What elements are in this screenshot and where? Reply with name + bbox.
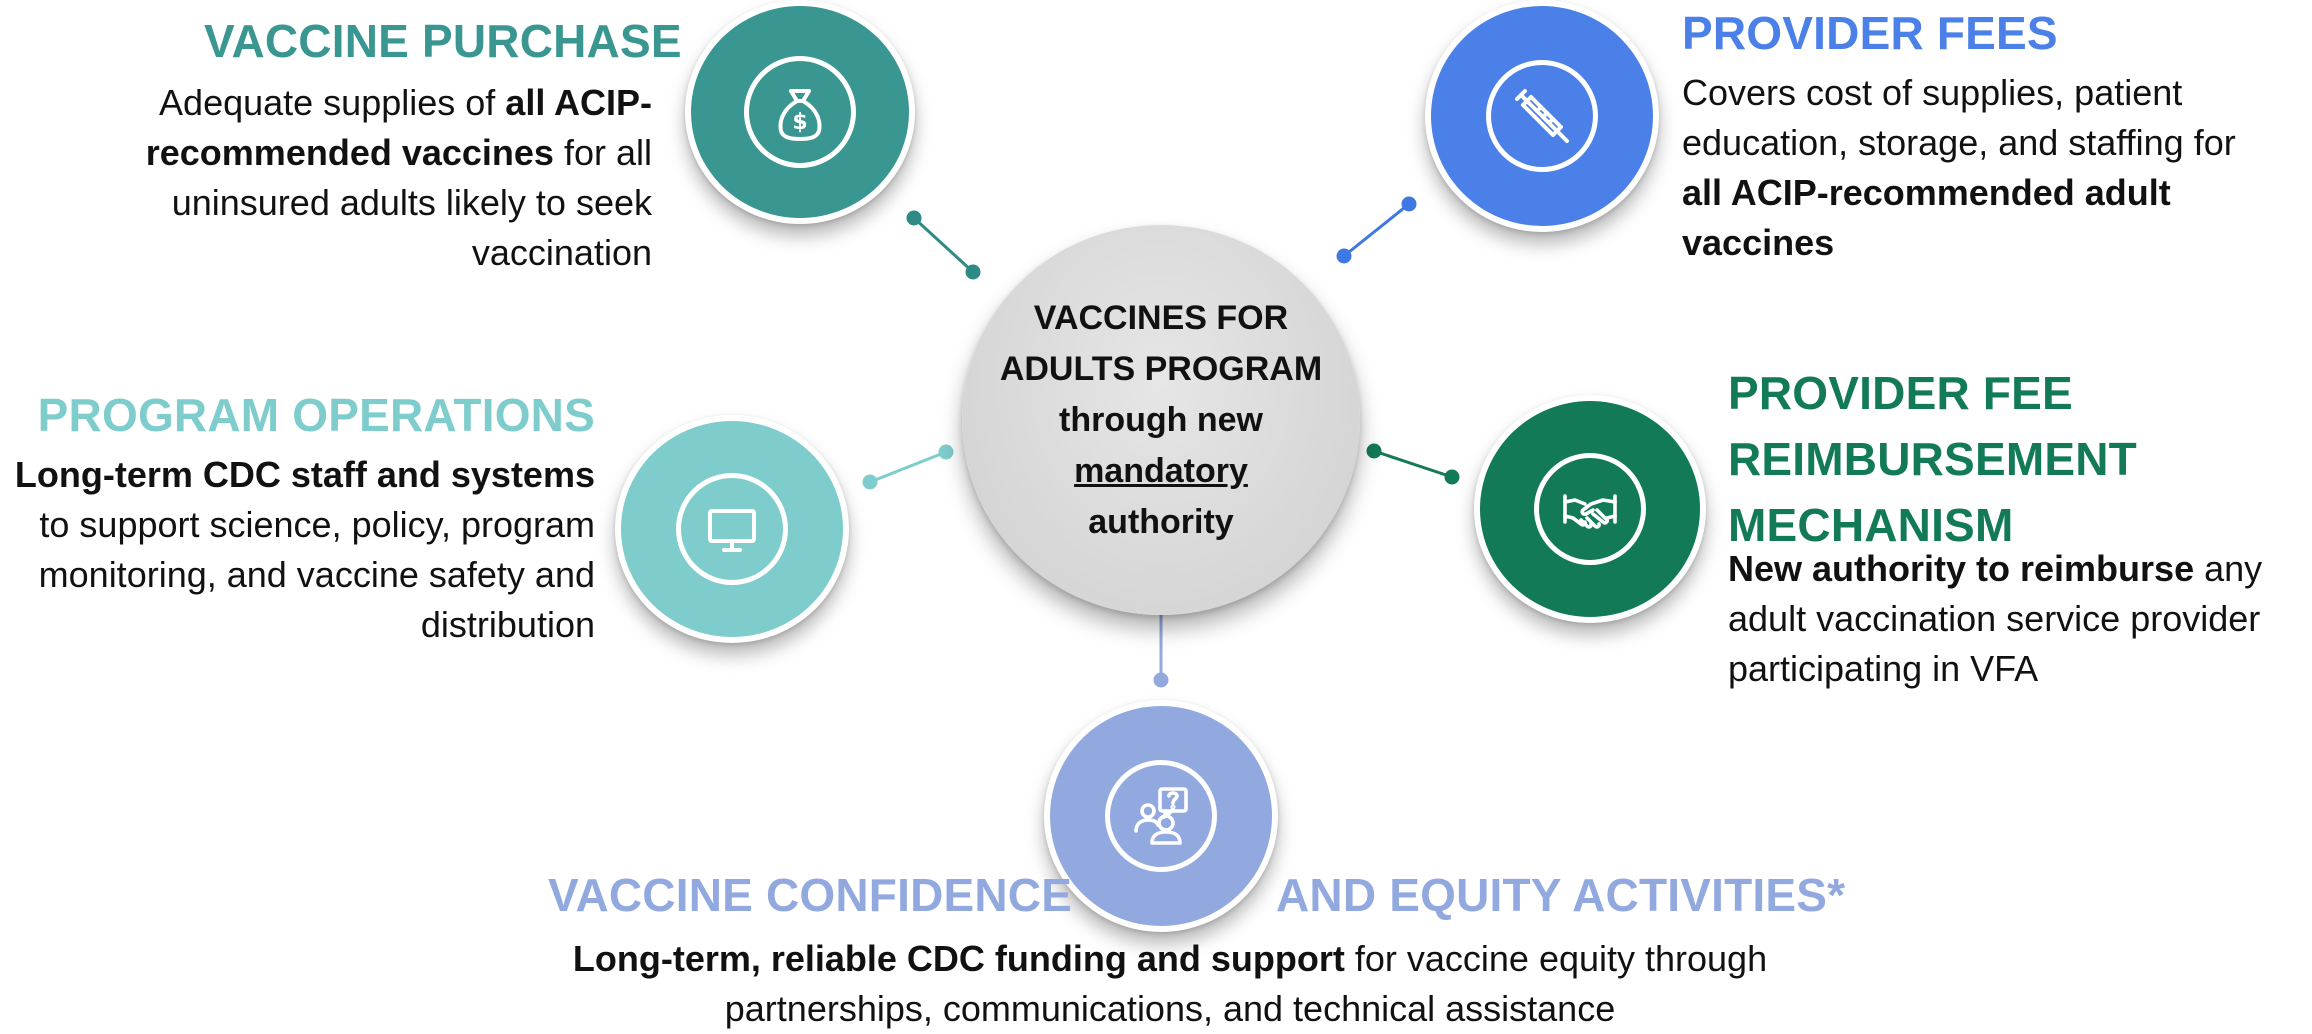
handshake-icon <box>1534 453 1646 565</box>
connector-program-operations <box>862 444 954 490</box>
reimbursement-title-line-1: PROVIDER FEE <box>1728 367 2073 419</box>
connector-provider-fees <box>1336 196 1417 264</box>
center-program-circle: VACCINES FOR ADULTS PROGRAM through new … <box>962 225 1360 615</box>
confidence-title-left: VACCINE CONFIDENCE <box>548 869 1073 921</box>
provider-fees-description: Covers cost of supplies, patient educati… <box>1682 68 2262 268</box>
provider-fees-desc-bold: all ACIP-recommended adult vaccines <box>1682 172 2171 263</box>
vaccine-purchase-description: Adequate supplies of all ACIP-recommende… <box>110 78 652 278</box>
confidence-title-right: AND EQUITY ACTIVITIES* <box>1276 869 1846 921</box>
provider-fees-desc-pre: Covers cost of supplies, patient educati… <box>1682 72 2236 163</box>
vaccine-purchase-title: VACCINE PURCHASE <box>204 15 682 67</box>
confidence-desc-bold: Long-term, reliable CDC funding and supp… <box>572 938 1345 979</box>
monitor-icon <box>676 473 788 585</box>
vaccine-purchase-desc-bold: all ACIP-recommended vaccines <box>145 82 652 173</box>
connector-vaccine-purchase <box>906 210 981 280</box>
program-operations-desc-bold: Long-term CDC staff and systems <box>14 454 595 495</box>
reimbursement-circle <box>1474 395 1706 623</box>
reimbursement-desc-post: any adult vaccination service provider p… <box>1728 548 2263 689</box>
people-question-icon <box>1105 760 1217 872</box>
reimbursement-desc-bold: New authority to reimburse <box>1728 548 2195 589</box>
program-operations-title: PROGRAM OPERATIONS <box>37 389 595 441</box>
center-line-4: mandatory <box>1074 451 1248 490</box>
money-bag-icon: $ <box>744 56 856 168</box>
svg-text:$: $ <box>792 110 807 135</box>
reimbursement-title: PROVIDER FEE REIMBURSEMENT MECHANISM <box>1728 360 2137 558</box>
reimbursement-title-line-3: MECHANISM <box>1728 499 2014 551</box>
connector-reimbursement <box>1366 443 1460 485</box>
provider-fees-circle <box>1425 0 1659 232</box>
reimbursement-title-line-2: REIMBURSEMENT <box>1728 433 2137 485</box>
vaccine-purchase-circle: $ <box>685 0 915 224</box>
provider-fees-title: PROVIDER FEES <box>1682 7 2058 59</box>
program-operations-description: Long-term CDC staff and systems to suppo… <box>8 450 595 650</box>
syringe-icon <box>1486 60 1598 172</box>
reimbursement-description: New authority to reimburse any adult vac… <box>1728 544 2300 694</box>
confidence-desc-post: for vaccine equity through partnerships,… <box>724 938 1768 1029</box>
center-line-5: authority <box>1088 502 1234 541</box>
confidence-description: Long-term, reliable CDC funding and supp… <box>500 934 1840 1034</box>
confidence-circle <box>1044 700 1278 932</box>
center-line-1: VACCINES FOR <box>1033 298 1289 337</box>
vaccine-purchase-desc-post: for all uninsured adults likely to seek … <box>171 132 652 273</box>
program-operations-circle <box>615 415 849 643</box>
center-line-3: through new <box>1059 400 1263 439</box>
center-line-2: ADULTS PROGRAM <box>999 349 1323 388</box>
vaccine-purchase-desc-pre: Adequate supplies of <box>159 82 506 123</box>
program-operations-desc-post: to support science, policy, program moni… <box>38 504 595 645</box>
